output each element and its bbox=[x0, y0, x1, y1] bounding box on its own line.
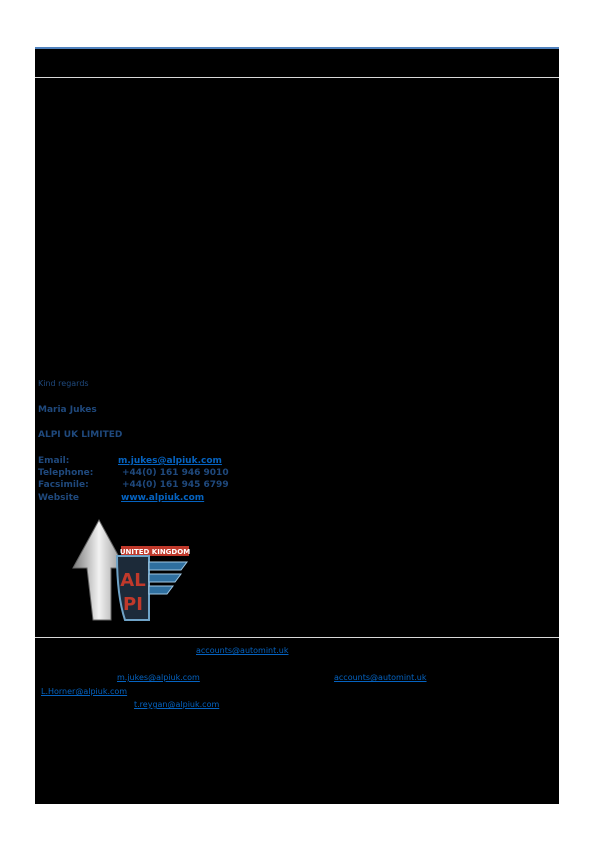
email-link[interactable]: m.jukes@alpiuk.com bbox=[118, 456, 222, 466]
sender-name: Maria Jukes bbox=[38, 405, 97, 415]
facsimile-label: Facsimile: bbox=[38, 480, 89, 490]
telephone-value: +44(0) 161 946 9010 bbox=[122, 468, 229, 478]
logo-banner-text: UNITED KINGDOM bbox=[120, 548, 190, 556]
greeting: Kind regards bbox=[38, 379, 89, 388]
alpi-logo: UNITED KINGDOM AL PI bbox=[72, 518, 190, 621]
email-link-accounts-1[interactable]: accounts@automint.uk bbox=[196, 646, 289, 655]
email-link-lhorner[interactable]: L.Horner@alpiuk.com bbox=[41, 687, 128, 696]
email-link-treygan[interactable]: t.reygan@alpiuk.com bbox=[134, 700, 220, 709]
telephone-label: Telephone: bbox=[38, 468, 94, 478]
email-link-mjukes[interactable]: m.jukes@alpiuk.com bbox=[117, 673, 200, 682]
company-name: ALPI UK LIMITED bbox=[38, 430, 123, 440]
website-link[interactable]: www.alpiuk.com bbox=[121, 493, 205, 503]
email-label: Email: bbox=[38, 456, 70, 466]
section-divider bbox=[35, 637, 559, 638]
logo-letters-bottom: PI bbox=[123, 594, 143, 615]
email-link-accounts-2[interactable]: accounts@automint.uk bbox=[334, 673, 427, 682]
top-rule bbox=[35, 47, 559, 49]
logo-letters-top: AL bbox=[120, 570, 145, 591]
facsimile-value: +44(0) 161 945 6799 bbox=[122, 480, 229, 490]
header-divider bbox=[35, 77, 559, 78]
document-body bbox=[35, 47, 559, 804]
website-label: Website bbox=[38, 493, 80, 503]
